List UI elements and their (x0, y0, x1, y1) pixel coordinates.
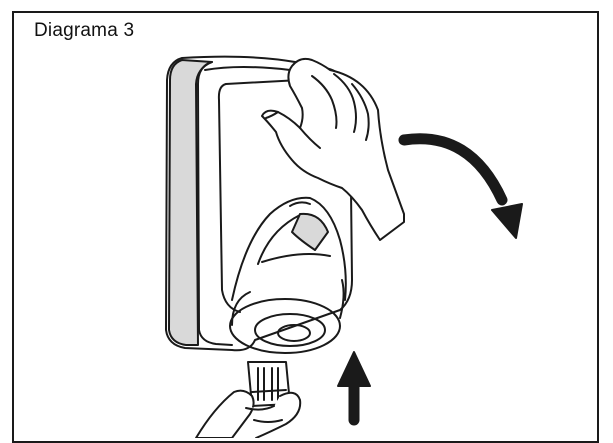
cartridge (230, 198, 346, 353)
upper-hand (262, 59, 404, 240)
up-arrow-icon (338, 352, 370, 420)
lower-hand (196, 362, 300, 438)
rotate-clockwise-arrow-icon (404, 139, 522, 238)
